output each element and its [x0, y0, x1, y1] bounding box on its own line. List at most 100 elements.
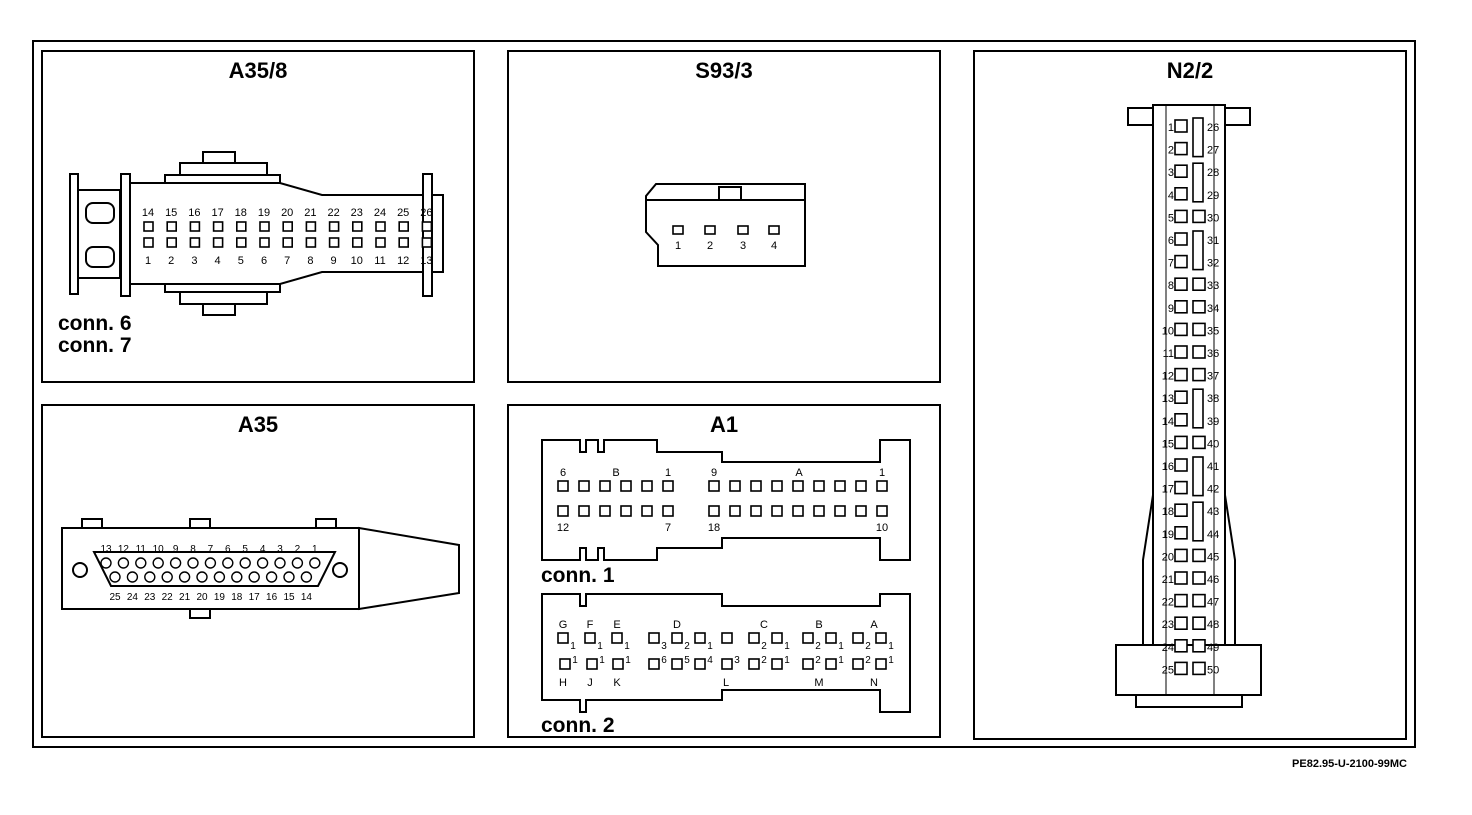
pin-label: 40 — [1207, 438, 1219, 450]
pin-label: 2 — [865, 641, 871, 652]
pin — [166, 221, 177, 232]
pin — [662, 505, 674, 517]
pin-label: 18 — [1162, 506, 1174, 518]
pin-label: 24 — [1162, 642, 1174, 654]
pin — [813, 480, 825, 492]
pin — [236, 237, 247, 248]
pin-label: 1 — [599, 655, 605, 666]
pin-label: 20 — [196, 592, 208, 603]
pin-label: 18 — [708, 522, 720, 534]
pin — [852, 632, 864, 644]
pin — [236, 221, 247, 232]
pin-label: 12 — [118, 544, 130, 555]
pin-label: 25 — [109, 592, 121, 603]
pin — [1174, 119, 1188, 133]
pin — [1174, 367, 1188, 382]
pin — [771, 505, 783, 517]
pin — [729, 480, 741, 492]
pin — [143, 221, 154, 232]
pin — [750, 480, 762, 492]
pin-label: 1 — [625, 655, 631, 666]
pin — [1174, 164, 1188, 178]
pin — [375, 237, 386, 248]
pin-label: 12 — [557, 522, 569, 534]
conn-2-label: conn. 2 — [541, 714, 615, 737]
pin — [1192, 209, 1206, 224]
pin — [1192, 661, 1206, 676]
pin-label: 19 — [1162, 529, 1174, 541]
n2-2-pins: 1234567891011121314151617181920212223242… — [1162, 117, 1219, 676]
pin-pair-slot — [1192, 162, 1204, 203]
pin — [768, 225, 780, 235]
pin-group-letter: A — [795, 467, 803, 479]
pin — [1174, 593, 1188, 608]
pin — [771, 480, 783, 492]
pin-label: 1 — [145, 255, 151, 267]
pin — [178, 571, 191, 583]
pin-label: 2 — [815, 655, 821, 666]
pin-label: 2 — [168, 255, 174, 267]
pin — [1174, 390, 1188, 405]
pin-label: 1 — [707, 641, 713, 652]
pin-label: 11 — [374, 255, 385, 267]
pin-label: 22 — [1162, 597, 1174, 609]
pin — [792, 480, 804, 492]
panel-s93-3 — [507, 50, 941, 383]
pin-label: 38 — [1207, 393, 1219, 405]
pin-label: 17 — [249, 592, 261, 603]
pin — [283, 571, 295, 583]
pin — [213, 571, 226, 583]
pin-label: 37 — [1207, 371, 1219, 383]
pin — [189, 237, 201, 248]
pin-label: 42 — [1207, 484, 1219, 496]
pin-label: 6 — [225, 544, 231, 555]
pin-label: 2 — [295, 544, 301, 555]
pin-group-letter: C — [760, 619, 768, 631]
pin-label: 3 — [661, 641, 667, 652]
pin-label: 19 — [214, 592, 226, 603]
pin — [1174, 322, 1188, 337]
a35-connector — [61, 518, 460, 619]
pin — [1192, 593, 1206, 608]
pin — [578, 505, 590, 517]
pin-label: 19 — [258, 207, 270, 219]
pin — [305, 237, 317, 248]
pin — [1174, 435, 1188, 450]
pin-label: 2 — [865, 655, 871, 666]
pin-label: 39 — [1207, 416, 1219, 428]
pin-group-letter: A — [870, 619, 878, 631]
pin — [620, 505, 632, 517]
pin — [1174, 277, 1188, 292]
panel-a35 — [41, 404, 475, 738]
pin — [1174, 209, 1188, 224]
pin — [143, 237, 154, 248]
pin — [328, 221, 340, 232]
pin — [126, 571, 139, 583]
pin-label: 5 — [684, 655, 690, 666]
pin — [248, 571, 260, 583]
conn-7-label: conn. 7 — [58, 334, 132, 357]
pin — [1174, 548, 1188, 563]
pin — [1174, 412, 1188, 427]
pin — [109, 571, 121, 583]
pin-label: 21 — [1162, 574, 1174, 586]
pin — [1174, 299, 1188, 314]
pin-label: 6 — [1168, 235, 1174, 247]
pin-label: 1 — [838, 655, 844, 666]
pin-label: 22 — [162, 592, 174, 603]
pin — [152, 557, 164, 569]
pin — [421, 221, 433, 232]
pin — [599, 480, 611, 492]
pin-label: 12 — [1162, 371, 1174, 383]
pin — [704, 225, 716, 235]
panel-title-n2-2: N2/2 — [1167, 58, 1213, 83]
pin-label: 29 — [1207, 190, 1219, 202]
pin-label: 26 — [420, 207, 432, 219]
pin — [721, 658, 733, 670]
pin-label: 8 — [307, 255, 313, 267]
pin — [737, 225, 749, 235]
pin-label: 1 — [879, 467, 885, 479]
pin — [398, 237, 410, 248]
